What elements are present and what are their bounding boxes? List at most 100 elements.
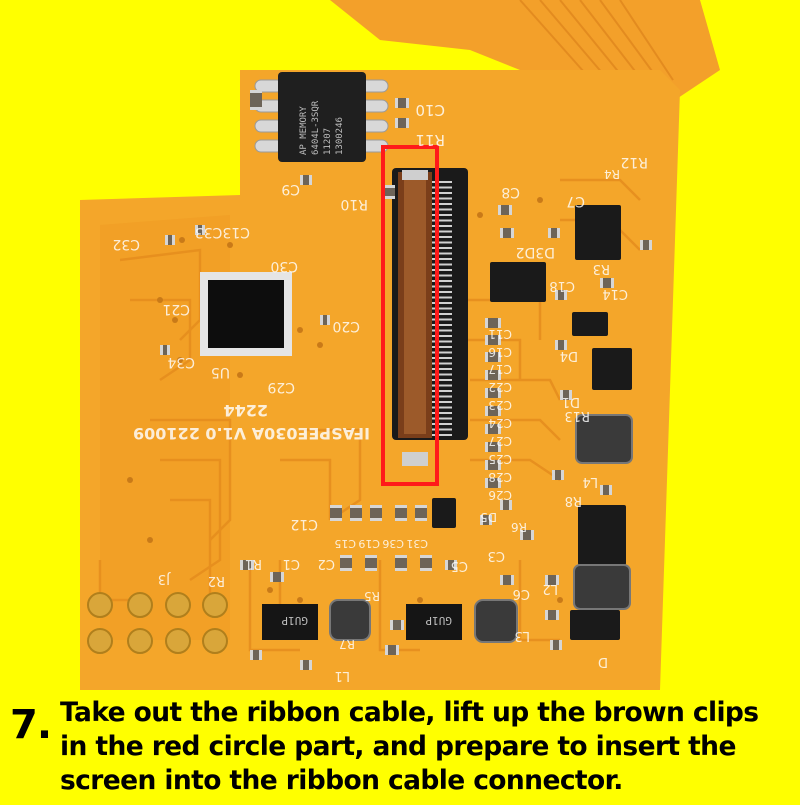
smd-component <box>445 560 457 570</box>
smd-component <box>385 645 399 655</box>
silkscreen-label-c3: C3 <box>488 548 505 563</box>
smd-component <box>485 406 501 416</box>
silkscreen-label-j3: J3 <box>158 571 171 586</box>
silkscreen-label-d1: D1 <box>562 394 580 409</box>
caption-line-2: in the red circle part, and prepare to i… <box>60 731 736 762</box>
silkscreen-label-c26: C26 <box>488 488 512 502</box>
silkscreen-label-c22: C22 <box>488 380 512 394</box>
flash-memory-chip: AP MEMORY 6404L-3SQR 11207 1300246 <box>254 72 389 162</box>
caption-text: Take out the ribbon cable, lift up the b… <box>60 696 800 798</box>
inductors <box>329 414 633 643</box>
silkscreen-label-c30: C30 <box>270 258 298 274</box>
smd-component <box>485 460 501 470</box>
silkscreen-label-c21: C21 <box>162 301 190 317</box>
j3-gold-pads <box>87 592 228 654</box>
silkscreen-label-c15: C15 <box>334 537 356 550</box>
silkscreen-label-d3d2: D3D2 <box>516 244 555 260</box>
flash-chip-line-1: AP MEMORY <box>299 106 309 155</box>
silkscreen-label-c8: C8 <box>501 184 520 200</box>
smd-component <box>500 228 514 238</box>
silkscreen-label-c14: C14 <box>602 286 628 301</box>
smd-component <box>250 650 262 660</box>
smd-component <box>320 315 330 325</box>
smd-component <box>395 505 407 521</box>
silkscreen-label-c18: C18 <box>549 278 575 293</box>
silkscreen-label-d4: D4 <box>560 348 578 363</box>
silkscreen-label-c28: C28 <box>488 470 512 484</box>
silkscreen-label-c5: C5 <box>451 558 468 573</box>
smd-component <box>385 185 395 199</box>
regulator-label-1: GU1P <box>281 614 308 627</box>
silkscreen-label-c17: C17 <box>488 362 512 376</box>
silkscreen-label-c32: C32 <box>112 236 140 252</box>
silkscreen-label-c19: C19 <box>358 537 380 550</box>
silkscreen-label-r13: R13 <box>564 408 590 423</box>
silkscreen-label-l3: L3 <box>514 628 530 643</box>
smd-component <box>395 555 407 571</box>
smd-component <box>350 505 362 521</box>
smd-component <box>300 175 312 185</box>
silkscreen-label-r8: R8 <box>565 493 582 508</box>
smd-component <box>300 660 312 670</box>
silkscreen-label-c29: C29 <box>267 379 295 395</box>
silkscreen-label-c7: C7 <box>566 193 585 209</box>
controller-chip <box>200 272 292 356</box>
right-side-chips <box>432 205 632 640</box>
smd-component <box>500 500 512 510</box>
smd-component <box>250 90 262 110</box>
smd-component <box>600 278 614 288</box>
silkscreen-label-c11: C11 <box>488 327 512 341</box>
instruction-caption: 7. Take out the ribbon cable, lift up th… <box>0 690 800 800</box>
smd-component <box>415 505 427 521</box>
silkscreen-label-c9: C9 <box>281 181 300 197</box>
silkscreen-label-c36: C36 <box>382 537 404 550</box>
flash-chip-line-4: 1300246 <box>335 117 345 155</box>
silkscreen-label-r5: R5 <box>364 589 380 603</box>
silkscreen-label-c6: C6 <box>513 586 530 601</box>
smd-component <box>390 620 404 630</box>
smd-component <box>365 555 377 571</box>
smd-component <box>485 370 501 380</box>
silkscreen-label-c13c33: C13C33 <box>195 224 250 240</box>
smd-component <box>395 98 409 108</box>
smd-component <box>560 390 572 400</box>
smd-component <box>330 505 342 521</box>
smd-component <box>420 555 432 571</box>
silkscreen-label-c31: C31 <box>406 537 428 550</box>
vias <box>127 197 563 603</box>
smd-component <box>485 335 501 345</box>
silkscreen-label-c27: C27 <box>488 434 512 448</box>
smd-component <box>600 485 612 495</box>
smd-component <box>165 235 175 245</box>
smd-component <box>500 575 514 585</box>
silkscreen-label-c16: C16 <box>488 345 512 359</box>
smd-component <box>550 640 562 650</box>
smd-component <box>195 225 205 235</box>
smd-component <box>485 424 501 434</box>
step-number: 7. <box>10 702 52 748</box>
smd-component <box>485 318 501 328</box>
silkscreen-label-c2: C2 <box>318 556 335 571</box>
silkscreen-label-l2: L2 <box>542 581 558 596</box>
silkscreen-label-r4: R4 <box>604 167 620 181</box>
smd-component <box>545 575 559 585</box>
silkscreen-label-c25: C25 <box>488 452 512 466</box>
silkscreen-label-r6: R6 <box>511 520 527 534</box>
silkscreen-label-l4: L4 <box>582 474 598 489</box>
regulator-chips: GU1P GU1P <box>262 604 462 640</box>
board-model-label: IFASPEE030A V1.0 221009 <box>133 424 370 443</box>
ribbon-cable-connector <box>392 168 468 466</box>
smd-component <box>240 560 254 570</box>
silkscreen-label-c23: C23 <box>488 398 512 412</box>
smd-component <box>485 442 501 452</box>
smd-component <box>498 205 512 215</box>
silkscreen-label-c1: C1 <box>283 556 300 571</box>
highlight-box <box>381 145 439 486</box>
smd-component <box>485 352 501 362</box>
silkscreen-label-c34: C34 <box>167 354 195 370</box>
silkscreen-label-r7: R7 <box>339 637 355 651</box>
silkscreen-label-r3: R3 <box>593 261 610 276</box>
silkscreen-label-l1: L1 <box>334 668 350 683</box>
